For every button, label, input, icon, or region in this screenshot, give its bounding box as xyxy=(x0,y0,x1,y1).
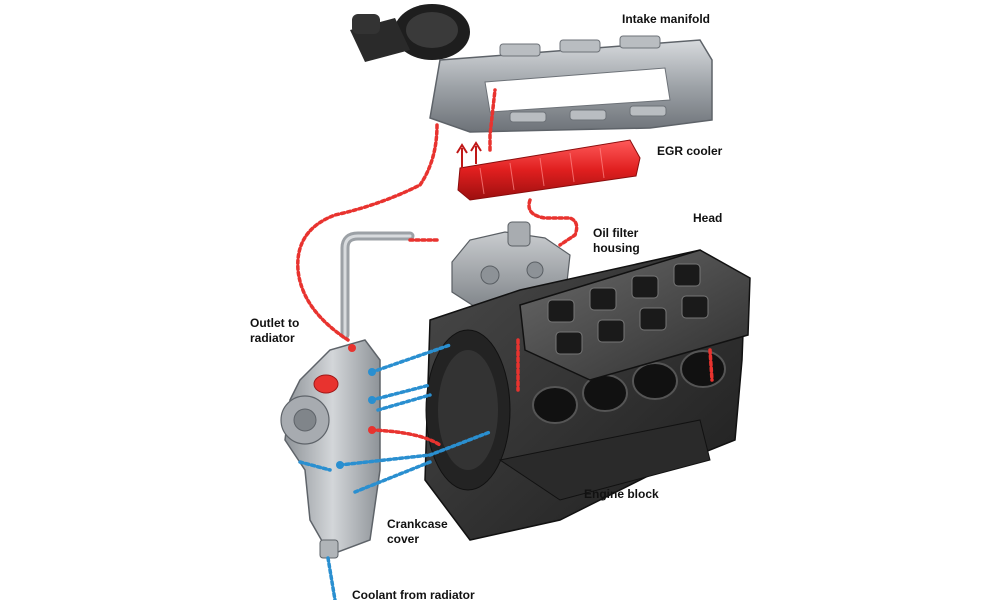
label-head: Head xyxy=(693,211,722,226)
label-head-text: Head xyxy=(693,211,723,225)
label-outlet-to-radiator-line2: radiator xyxy=(250,331,295,345)
label-coolant-from-radiator: Coolant from radiator xyxy=(352,588,475,603)
label-outlet-to-radiator: Outlet to radiator xyxy=(250,316,299,346)
label-engine-block: Engine block xyxy=(584,487,659,502)
label-intake-manifold: Intake manifold xyxy=(622,12,710,27)
label-oil-filter-housing-line2: housing xyxy=(593,241,640,255)
cold-coolant-flow xyxy=(298,343,492,600)
hot-coolant-flow xyxy=(296,88,714,447)
label-coolant-from-radiator-text: Coolant from radiator xyxy=(352,588,475,602)
cylinder-head xyxy=(519,249,751,381)
label-egr-cooler: EGR cooler xyxy=(657,144,722,159)
label-crankcase-cover: Crankcase cover xyxy=(387,517,448,547)
label-oil-filter-housing: Oil filter housing xyxy=(593,226,640,256)
egr-cooler xyxy=(456,139,641,201)
label-oil-filter-housing-line1: Oil filter xyxy=(593,226,639,240)
label-engine-block-text: Engine block xyxy=(584,487,659,501)
label-crankcase-cover-line1: Crankcase xyxy=(387,517,448,531)
crankcase-cover xyxy=(280,231,415,559)
label-outlet-to-radiator-line1: Outlet to xyxy=(250,316,300,330)
label-intake-manifold-text: Intake manifold xyxy=(622,12,711,26)
label-crankcase-cover-line2: cover xyxy=(387,532,420,546)
label-egr-cooler-text: EGR cooler xyxy=(657,144,723,158)
intake-manifold xyxy=(350,4,713,133)
